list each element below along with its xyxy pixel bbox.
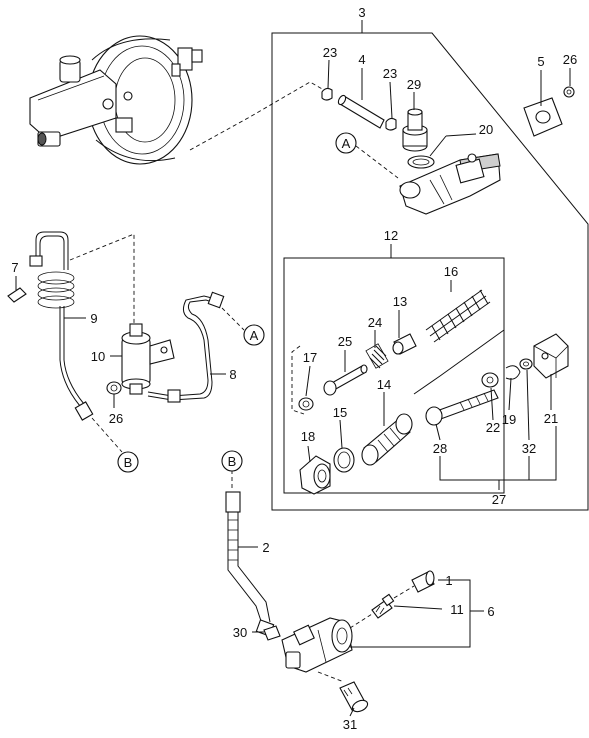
clip-23-right (385, 117, 397, 131)
callout-19: 19 (502, 412, 516, 427)
damper-10 (121, 323, 175, 395)
leader-pipe8-to-a (221, 307, 245, 331)
pin-4 (337, 94, 385, 129)
callout-8: 8 (229, 367, 236, 382)
group-12-outline (283, 257, 505, 494)
bleeder-cap-1 (411, 570, 435, 593)
callout-22: 22 (486, 420, 500, 435)
nut-17 (298, 397, 314, 411)
push-rod-28 (425, 389, 499, 426)
callout-numbers: 3 23 4 23 29 20 5 26 12 16 13 24 25 17 1… (11, 5, 577, 732)
callout-18: 18 (301, 429, 315, 444)
connector-b-mid-label: B (228, 454, 237, 469)
callout-30: 30 (233, 625, 247, 640)
leader-cylinder-to-31 (317, 671, 345, 683)
nut-32 (519, 358, 533, 370)
spring-16 (425, 289, 491, 343)
callout-17: 17 (303, 350, 317, 365)
callout-23-left: 23 (323, 45, 337, 60)
callout-4: 4 (358, 52, 365, 67)
clip-23-left (321, 87, 333, 101)
callout-16: 16 (444, 264, 458, 279)
connector-a-top-label: A (342, 136, 351, 151)
washer-22 (481, 372, 499, 388)
leader-group-line (413, 329, 505, 395)
leader-pipe-to-damper (69, 233, 135, 324)
callout-15: 15 (333, 405, 347, 420)
brake-booster-assembly (29, 35, 203, 165)
reservoir-cap-29 (402, 108, 428, 152)
clutch-master-cylinder-body (399, 153, 501, 215)
connector-b-left: B (117, 451, 139, 473)
callout-leaders (15, 20, 571, 717)
callout-27: 27 (492, 492, 506, 507)
nut-26-left (106, 381, 122, 395)
o-ring-20 (407, 155, 435, 169)
connector-b-mid: B (221, 450, 243, 472)
callout-23-right: 23 (383, 66, 397, 81)
leader-11-to-1 (393, 585, 415, 599)
callout-12: 12 (384, 228, 398, 243)
clip-30 (263, 625, 281, 641)
bolt-31 (339, 681, 369, 713)
pipe-9 (29, 231, 94, 421)
callout-1: 1 (445, 573, 452, 588)
clutch-release-cylinder (281, 617, 353, 673)
callout-14: 14 (377, 377, 391, 392)
clevis-21 (533, 333, 569, 379)
callout-25: 25 (338, 334, 352, 349)
callout-28: 28 (433, 441, 447, 456)
bracket-5 (523, 97, 563, 137)
callout-26-left: 26 (109, 411, 123, 426)
group-3-outline (271, 32, 589, 511)
callout-9: 9 (90, 311, 97, 326)
bleeder-screw-11 (371, 593, 395, 619)
leader-a-to-master-cylinder (355, 145, 399, 179)
leader-cylinder-to-11 (349, 613, 373, 629)
boot-18 (299, 455, 331, 495)
connector-a-mid-label: A (250, 328, 259, 343)
callout-31: 31 (343, 717, 357, 732)
piston-14 (361, 413, 413, 466)
callout-5: 5 (537, 54, 544, 69)
clip-7 (7, 287, 27, 303)
connector-b-left-label: B (124, 455, 133, 470)
hose-2 (225, 491, 275, 637)
callout-7: 7 (11, 260, 18, 275)
callout-13: 13 (393, 294, 407, 309)
connector-a-mid: A (243, 324, 265, 346)
leader-pipe-to-b (91, 417, 123, 453)
callout-20: 20 (479, 122, 493, 137)
spring-24 (365, 343, 389, 369)
retainer-13 (392, 333, 417, 355)
callout-3: 3 (358, 5, 365, 20)
callout-29: 29 (407, 77, 421, 92)
leader-booster-to-23 (189, 81, 325, 151)
callout-10: 10 (91, 349, 105, 364)
cup-seal-15 (333, 447, 355, 473)
callout-2: 2 (262, 540, 269, 555)
connector-a-top: A (335, 132, 357, 154)
callout-32: 32 (522, 441, 536, 456)
pipe-8 (147, 291, 225, 403)
callout-6: 6 (487, 604, 494, 619)
callout-11: 11 (450, 602, 464, 617)
callout-21: 21 (544, 411, 558, 426)
nut-26-top (563, 86, 575, 98)
callout-26-top: 26 (563, 52, 577, 67)
bracket-17-group (291, 345, 305, 415)
push-rod-25 (323, 364, 368, 396)
callout-24: 24 (368, 315, 382, 330)
clip-19 (505, 365, 521, 380)
